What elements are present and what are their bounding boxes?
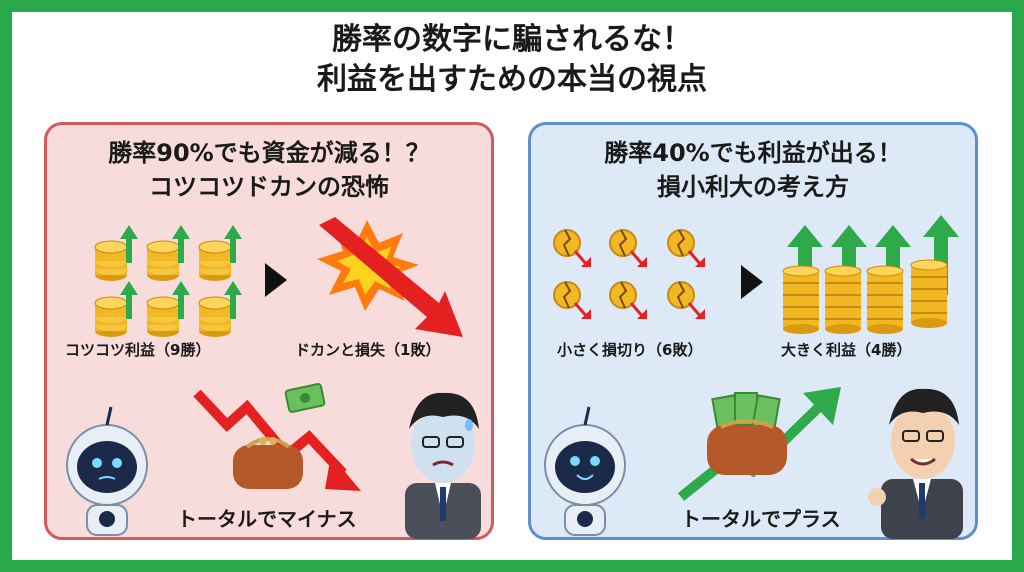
coin-stack-icon xyxy=(198,281,242,338)
down-arrow-icon xyxy=(319,217,463,337)
cracked-coin-icon xyxy=(666,228,707,269)
coin-stack-icon xyxy=(910,259,948,329)
left-bottom-label: トータルでマイナス xyxy=(177,507,357,531)
title-line-2: 利益を出すための本当の視点 xyxy=(317,62,707,97)
play-triangle-icon xyxy=(741,265,763,299)
coin-stack-icon xyxy=(824,265,862,335)
wallet-icon xyxy=(233,437,303,489)
right-bottom-label: トータルでプラス xyxy=(681,507,841,531)
cracked-coin-icon xyxy=(552,228,593,269)
coin-stack-icon xyxy=(146,281,190,338)
play-triangle-icon xyxy=(265,263,287,297)
cracked-coin-icon xyxy=(608,228,649,269)
banknote-icon xyxy=(284,383,326,413)
left-panel: 勝率90%でも資金が減る！？ コツコツドカンの恐怖 xyxy=(44,122,494,540)
coin-stack-icon xyxy=(146,225,190,282)
caption-small-losses: 小さく損切り（6敗） xyxy=(557,341,703,359)
right-heading-1: 勝率40%でも利益が出る！ xyxy=(604,139,902,167)
left-heading-2: コツコツドカンの恐怖 xyxy=(149,173,389,201)
cracked-coin-icon xyxy=(552,280,593,321)
robot-mascot-icon xyxy=(66,406,148,536)
smiling-man-icon xyxy=(868,388,963,539)
worried-man-icon xyxy=(405,392,481,539)
left-illustration xyxy=(66,217,481,539)
right-panel: 勝率40%でも利益が出る！ 損小利大の考え方 xyxy=(528,122,978,540)
down-arrow-icon xyxy=(193,389,361,491)
left-heading-1: 勝率90%でも資金が減る！？ xyxy=(108,139,430,167)
right-heading-2: 損小利大の考え方 xyxy=(657,173,849,201)
coin-stack-icon xyxy=(198,225,242,282)
robot-mascot-icon xyxy=(544,406,626,536)
right-illustration xyxy=(544,215,963,539)
coin-stack-icon xyxy=(94,225,138,282)
cracked-coin-icon xyxy=(666,280,707,321)
cracked-coin-icon xyxy=(608,280,649,321)
coin-stack-icon xyxy=(782,265,820,335)
caption-loss: ドカンと損失（1敗） xyxy=(295,341,441,359)
title-line-1: 勝率の数字に騙されるな！ xyxy=(332,22,692,57)
wallet-icon xyxy=(707,392,787,475)
coin-stack-icon xyxy=(866,265,904,335)
caption-big-wins: 大きく利益（4勝） xyxy=(781,341,912,359)
caption-wins: コツコツ利益（9勝） xyxy=(65,341,211,359)
coin-stack-icon xyxy=(94,281,138,338)
page-title: 勝率の数字に騙されるな！ 利益を出すための本当の視点 xyxy=(0,20,1024,100)
